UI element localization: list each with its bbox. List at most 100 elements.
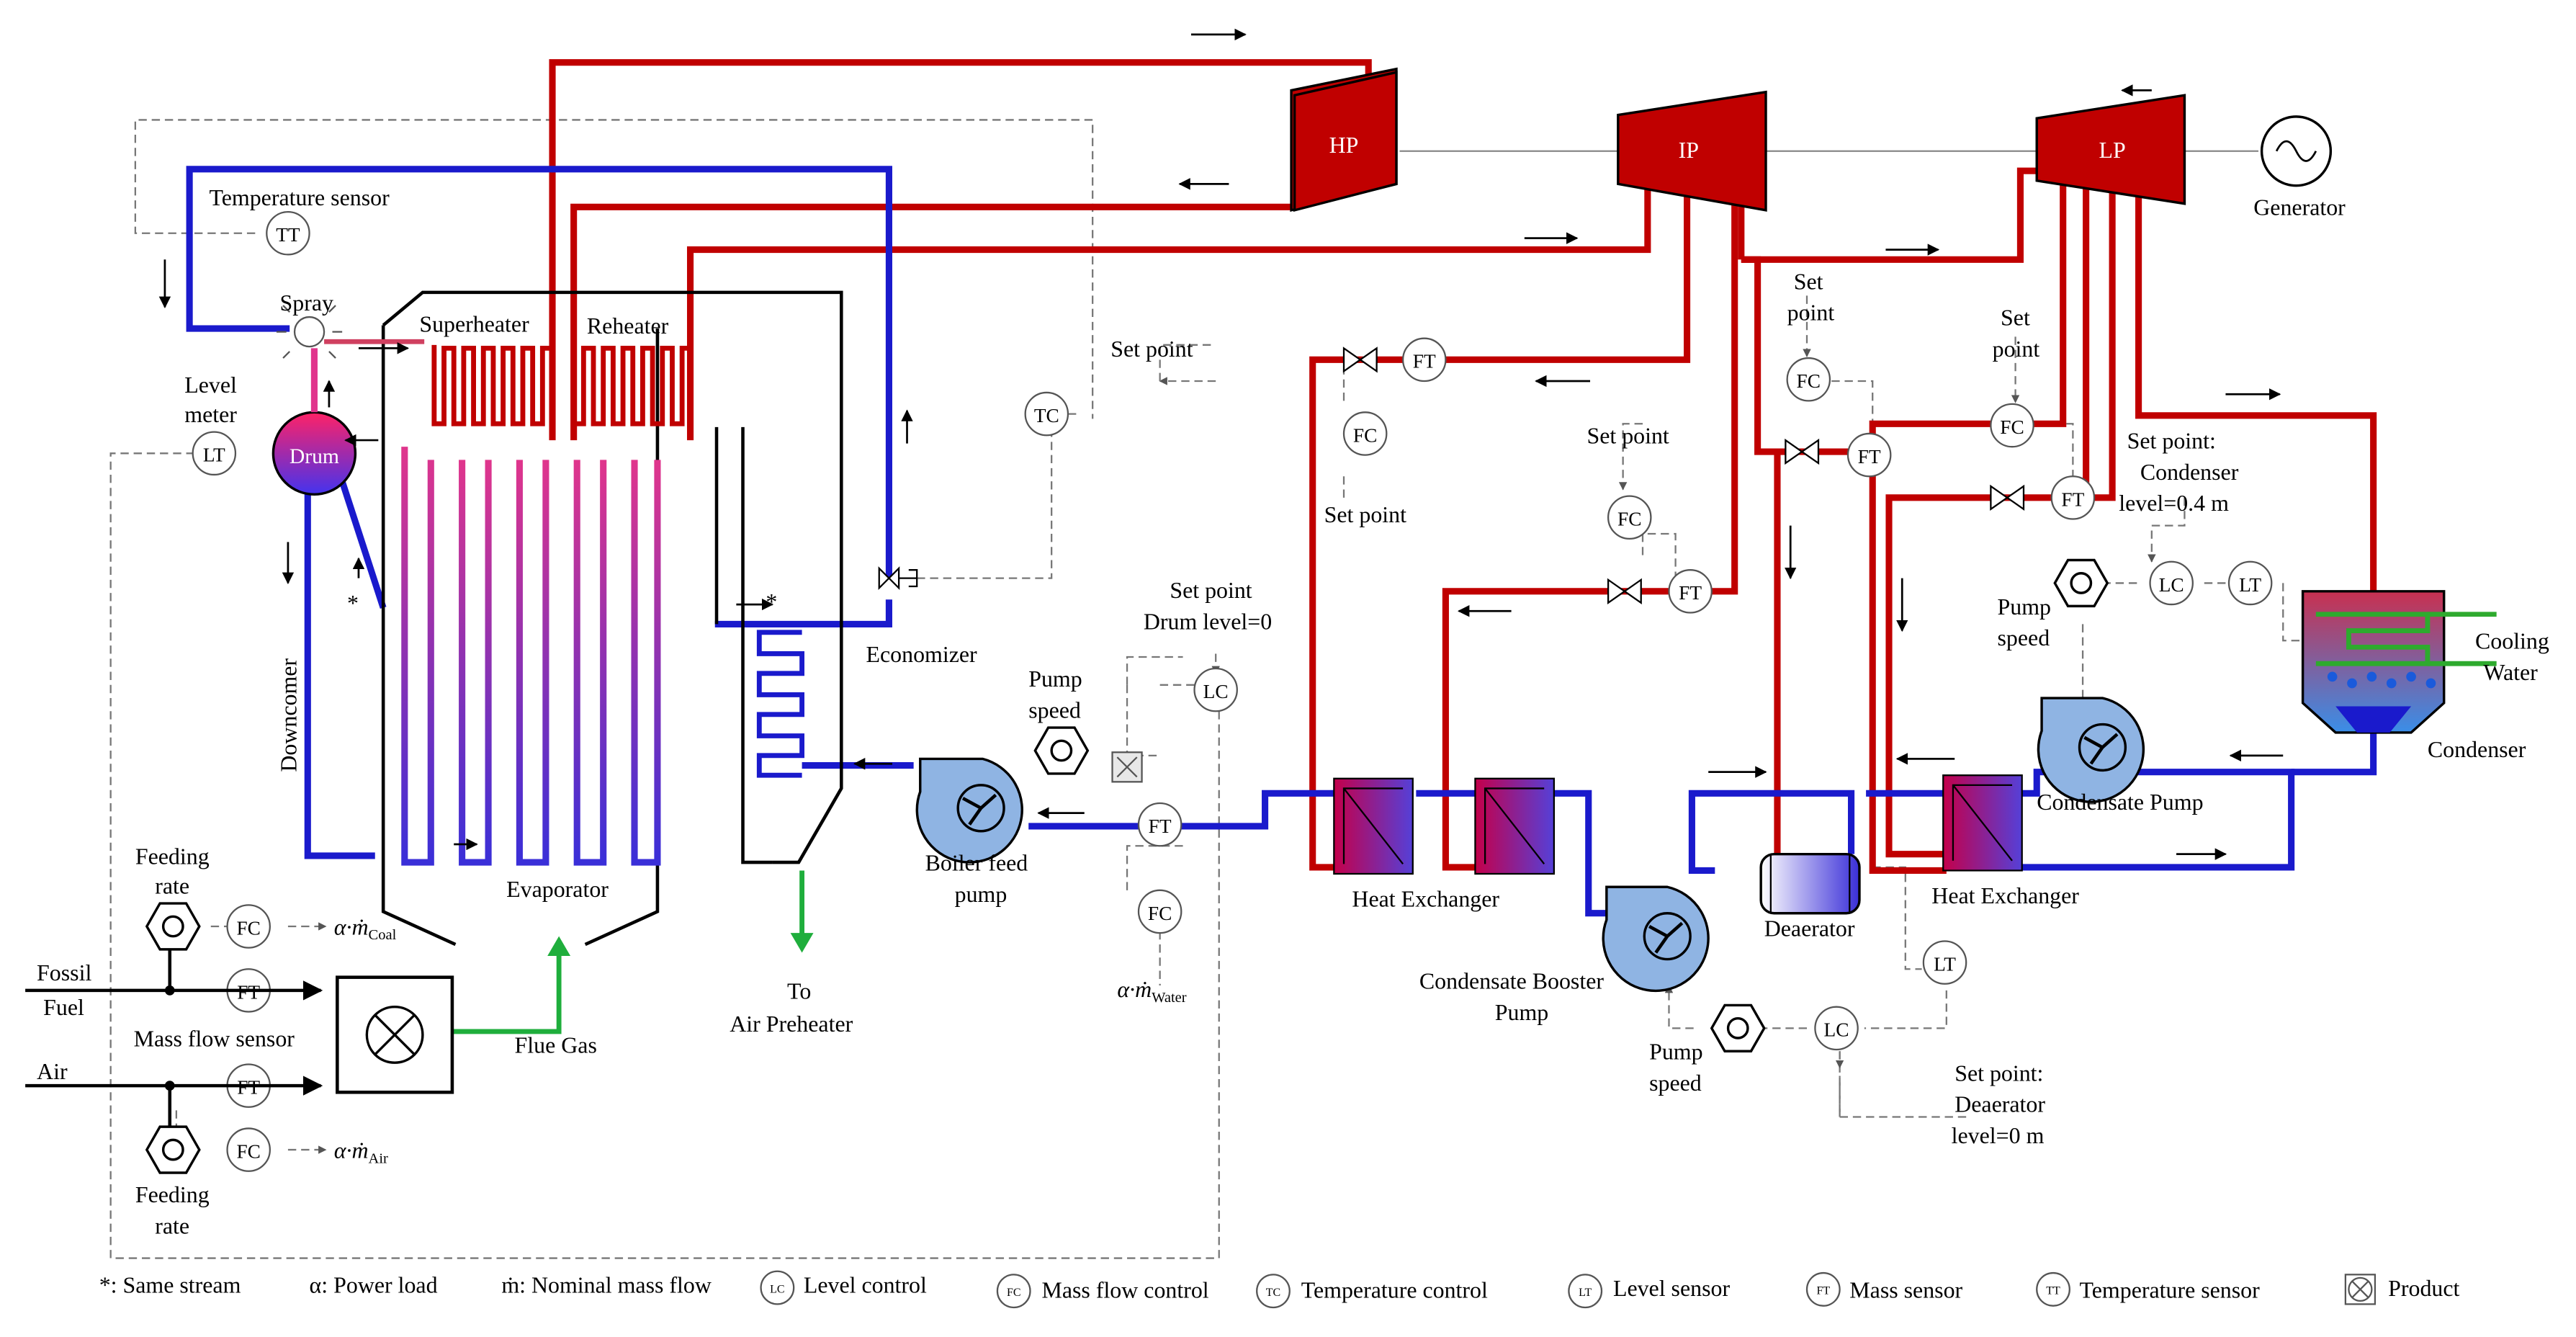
superheater-coil <box>431 344 555 426</box>
feeding-rate-bottom-1: Feeding <box>135 1182 210 1207</box>
boiler-flow-arrows <box>158 259 913 851</box>
steam-flow-arrows <box>1037 28 2284 860</box>
legend-lc: Level control <box>804 1272 927 1297</box>
same-stream-mark-1: * <box>347 591 359 616</box>
same-stream-mark-2: * <box>766 589 777 614</box>
legend-tc-icon <box>1256 1274 1291 1309</box>
ext2-ft-label: FT <box>1679 582 1702 604</box>
legend-ft-icon-text: FT <box>1816 1285 1830 1297</box>
deaerator-caps <box>1769 854 1851 913</box>
legend-tc: Temperature control <box>1301 1277 1488 1302</box>
ip-turbine <box>1617 90 1767 212</box>
drum-label: Drum <box>290 445 339 468</box>
temperature-sensor-label: Temperature sensor <box>209 185 390 210</box>
ext3-ft-label: FT <box>1858 446 1881 468</box>
boiler-feed-pump-label-2: pump <box>955 882 1007 907</box>
legend-lt-icon <box>1568 1274 1603 1309</box>
spray-label: Spray <box>280 290 333 316</box>
legend-same-stream: *: Same stream <box>99 1272 241 1297</box>
feed-fc-label: FC <box>1148 903 1172 924</box>
valve-actuator-tc <box>899 569 918 588</box>
legend-product-cross <box>2351 1280 2369 1299</box>
tc-label: TC <box>1034 405 1059 426</box>
instrument-labels: TT TC LT LC FT FC FT FC FC FT FC FT FC F… <box>203 224 2262 1162</box>
cond-lt-label: LT <box>2239 574 2261 596</box>
air-setpoint-label: α·ṁAir <box>334 1137 388 1166</box>
cooling-water-2: Water <box>2483 660 2538 685</box>
heat-exchanger-right <box>1942 774 2023 872</box>
air-label: Air <box>37 1059 68 1084</box>
ip-label: IP <box>1679 138 1699 163</box>
feed-pump-speed-1: Pump <box>1028 666 1082 692</box>
heat-exchanger-left-1 <box>1333 777 1414 875</box>
air-tap-dot <box>164 1081 175 1091</box>
cond-set-point-2: Condenser <box>2140 460 2239 485</box>
legend-product-circle <box>2348 1276 2373 1302</box>
water-lines <box>186 166 2377 917</box>
boiler-furnace <box>381 290 843 947</box>
ext2-fc-label: FC <box>1617 509 1641 530</box>
legend-ft-icon <box>1805 1271 1841 1307</box>
lp-turbine <box>2035 94 2186 205</box>
reheater-coil <box>571 345 691 426</box>
legend-power-load: α: Power load <box>310 1272 438 1297</box>
feed-ft-label: FT <box>1149 815 1172 837</box>
feed-mixer-cross <box>1116 756 1138 778</box>
coal-fc-label: FC <box>236 917 260 939</box>
legend-lt-icon-text: LT <box>1579 1287 1592 1299</box>
dea-set-point-1: Set point: <box>1955 1060 2043 1086</box>
condensate-booster-pump <box>1602 885 1710 993</box>
ext4-set-point-a: Set <box>2001 305 2030 330</box>
air-ft-label: FT <box>237 1077 260 1099</box>
ext3-fc-label: FC <box>1797 370 1821 392</box>
level-meter-label-2: meter <box>184 402 237 427</box>
dea-set-point-3: level=0 m <box>1952 1123 2045 1148</box>
boiler-feed-pump-label-1: Boiler feed <box>925 850 1028 875</box>
flue-gas-arrow-up <box>547 936 571 957</box>
booster-pump-label-2: Pump <box>1495 1000 1548 1025</box>
feed-pump-speed-2: speed <box>1028 697 1081 723</box>
legend-tt-icon-text: TT <box>2046 1285 2060 1297</box>
ext2-set-point-label: Set point <box>1587 424 1669 449</box>
legend-fc-icon <box>996 1274 1031 1309</box>
condensate-pump <box>2037 697 2145 803</box>
legend-lt: Level sensor <box>1613 1276 1731 1301</box>
ext4-fc-label: FC <box>2000 416 2024 438</box>
steam-lines <box>549 59 2377 875</box>
drum-level-setpoint-1: Set point <box>1170 578 1252 603</box>
spray-nozzle <box>276 305 343 359</box>
flue-gas-label: Flue Gas <box>515 1033 597 1058</box>
cond-set-point-1: Set point: <box>2127 428 2216 453</box>
fossil-fuel-label-1: Fossil <box>37 960 91 985</box>
water-setpoint-label: α·ṁWater <box>1117 977 1186 1006</box>
combustion-mixer-cross <box>374 1014 416 1056</box>
drum-level-setpoint-2: Drum level=0 <box>1144 609 1272 634</box>
hp-turbine-body <box>1293 71 1398 213</box>
dea-lt-label: LT <box>1934 954 1956 975</box>
tc-set-point-label: Set point <box>1110 336 1193 362</box>
heat-exchanger-left-2 <box>1474 777 1556 875</box>
downcomer-label: Downcomer <box>276 658 301 772</box>
legend-fc: Mass flow control <box>1041 1277 1208 1302</box>
feeding-rate-top-1: Feeding <box>135 844 210 869</box>
to-air-preheater-label-1: To <box>787 978 811 1003</box>
ext3-set-point-a: Set <box>1794 269 1823 294</box>
ext4-set-point-b: point <box>1993 336 2040 362</box>
heat-exchanger-right-label: Heat Exchanger <box>1931 883 2079 908</box>
labels: Temperature sensor Spray Superheater Reh… <box>37 185 2549 1238</box>
instrument-bubbles <box>192 210 2273 1172</box>
cond-lc-label: LC <box>2159 574 2184 596</box>
valves <box>878 346 2025 604</box>
dea-set-point-2: Deaerator <box>1955 1092 2045 1117</box>
reheater-label: Reheater <box>587 313 669 339</box>
cond-pump-speed-1: Pump <box>1998 594 2051 620</box>
drum-lt-label: LT <box>203 444 225 466</box>
evaporator-tubes <box>349 443 674 866</box>
booster-pump-label-1: Condensate Booster <box>1419 969 1604 994</box>
condenser <box>2301 590 2497 734</box>
legend-tt-icon <box>2036 1271 2070 1307</box>
cond-set-point-3: level=0.4 m <box>2119 491 2229 516</box>
tt-label: TT <box>276 224 300 246</box>
ext1-fc-label: FC <box>1353 424 1377 446</box>
